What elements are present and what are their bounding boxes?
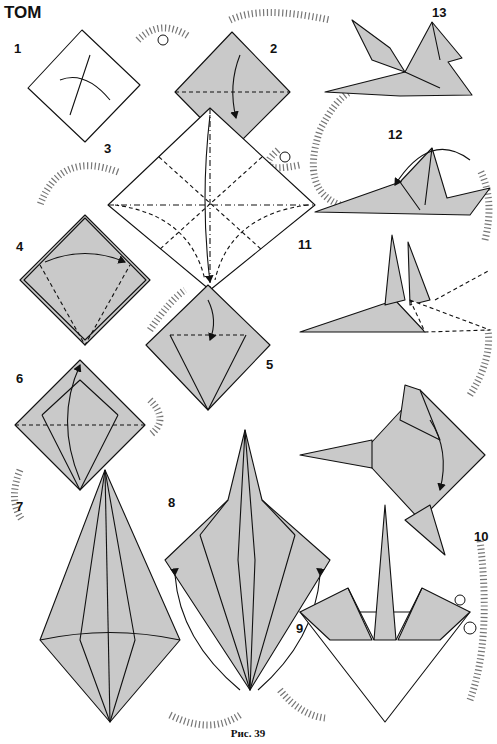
step-number: 3 (104, 142, 111, 155)
step-number: 11 (298, 238, 312, 251)
step-number: 2 (270, 42, 277, 55)
step-number: 9 (296, 622, 303, 635)
step-number: 7 (16, 500, 23, 513)
step-number: 4 (16, 240, 23, 253)
step-number: 5 (266, 358, 273, 371)
step-number: 10 (474, 530, 488, 543)
step-number: 6 (16, 372, 23, 385)
diagram-title: TOM (4, 4, 41, 21)
figure-caption: Рис. 39 (231, 728, 265, 739)
step-number: 8 (168, 496, 175, 509)
step-number: 1 (14, 42, 21, 55)
step-number: 13 (432, 6, 446, 19)
step-number: 12 (388, 128, 402, 141)
